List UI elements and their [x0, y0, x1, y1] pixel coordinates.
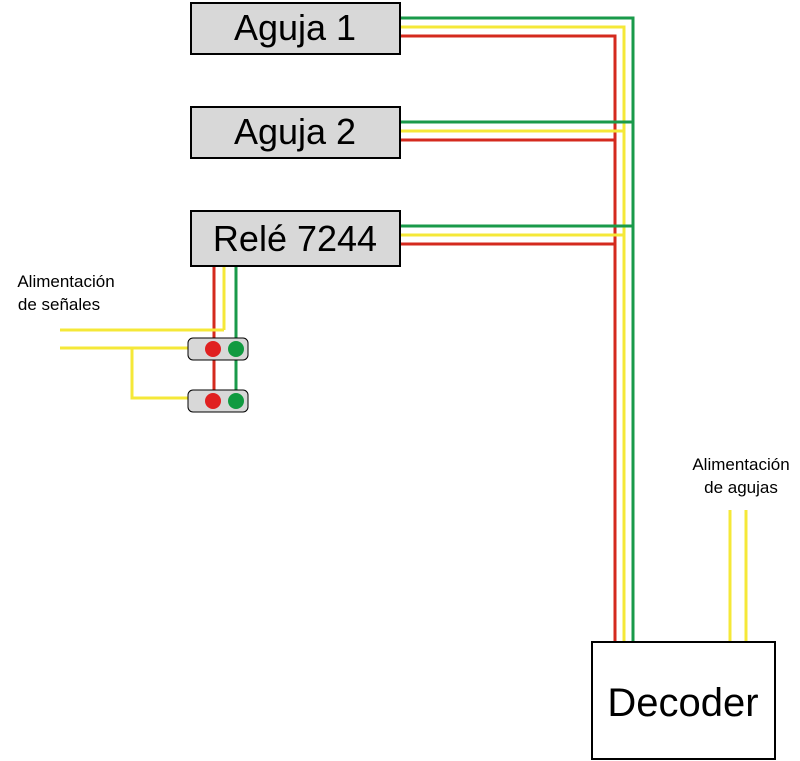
box-aguja-2: Aguja 2 [190, 106, 401, 159]
wire-red-aguja-1 [400, 34, 617, 575]
wires-rele [400, 224, 633, 246]
box-aguja-1: Aguja 1 [190, 2, 401, 55]
box-decoder-label: Decoder [607, 681, 758, 725]
led-red-icon [205, 341, 221, 357]
wires-signals [60, 266, 238, 402]
led-green-icon [228, 393, 244, 409]
box-aguja-2-label: Aguja 2 [234, 111, 356, 152]
wire-yellow-aguja-1 [400, 25, 626, 642]
signal-light-icon [187, 389, 249, 413]
wire-yellow-supply-branch [130, 348, 196, 400]
led-red-icon [205, 393, 221, 409]
box-rele-7244: Relé 7244 [190, 210, 401, 267]
box-aguja-1-label: Aguja 1 [234, 7, 356, 48]
wire-green-aguja-1 [400, 16, 635, 642]
box-rele-7244-label: Relé 7244 [213, 218, 377, 259]
wires-switch-power [728, 510, 748, 642]
wires-aguja-1 [400, 16, 635, 642]
switch-power-label-1: Alimentación [692, 455, 789, 474]
switch-power-label-2: de agujas [704, 478, 778, 497]
signal-light-icon [187, 337, 249, 361]
box-decoder: Decoder [591, 641, 776, 760]
led-green-icon [228, 341, 244, 357]
signal-power-label-1: Alimentación [17, 272, 114, 291]
signal-power-label-2: de señales [18, 295, 100, 314]
wires-aguja-2 [400, 120, 633, 142]
